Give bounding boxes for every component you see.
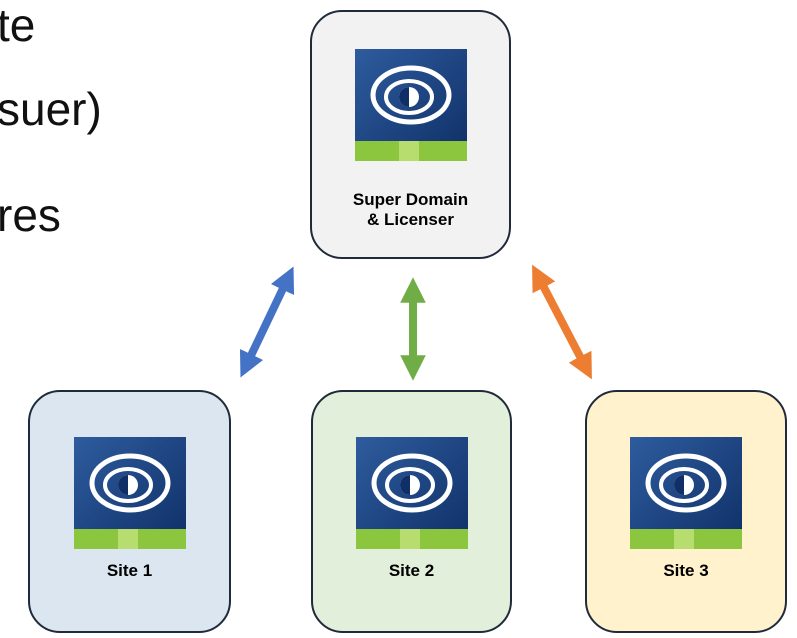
background-text-line-2: suer) <box>0 83 102 135</box>
background-text-line-1: te <box>0 0 36 51</box>
node-site-2: Site 2 <box>311 390 512 633</box>
eye-logo-icon <box>355 437 468 549</box>
node-super-domain: Super Domain & Licenser <box>310 10 511 259</box>
node-label: Super Domain & Licenser <box>352 190 469 229</box>
background-text-line-3: res <box>0 189 61 241</box>
eye-logo-icon <box>73 437 186 549</box>
node-label: Site 2 <box>388 561 435 580</box>
arrow-site1-super <box>239 266 295 378</box>
node-label: Site 3 <box>663 561 709 580</box>
node-site-3: Site 3 <box>585 390 787 633</box>
node-site-1: Site 1 <box>28 390 231 633</box>
eye-logo-icon <box>630 437 742 549</box>
arrow-site3-super <box>532 264 592 380</box>
node-label: Site 1 <box>106 561 153 580</box>
eye-logo-icon <box>354 49 467 161</box>
